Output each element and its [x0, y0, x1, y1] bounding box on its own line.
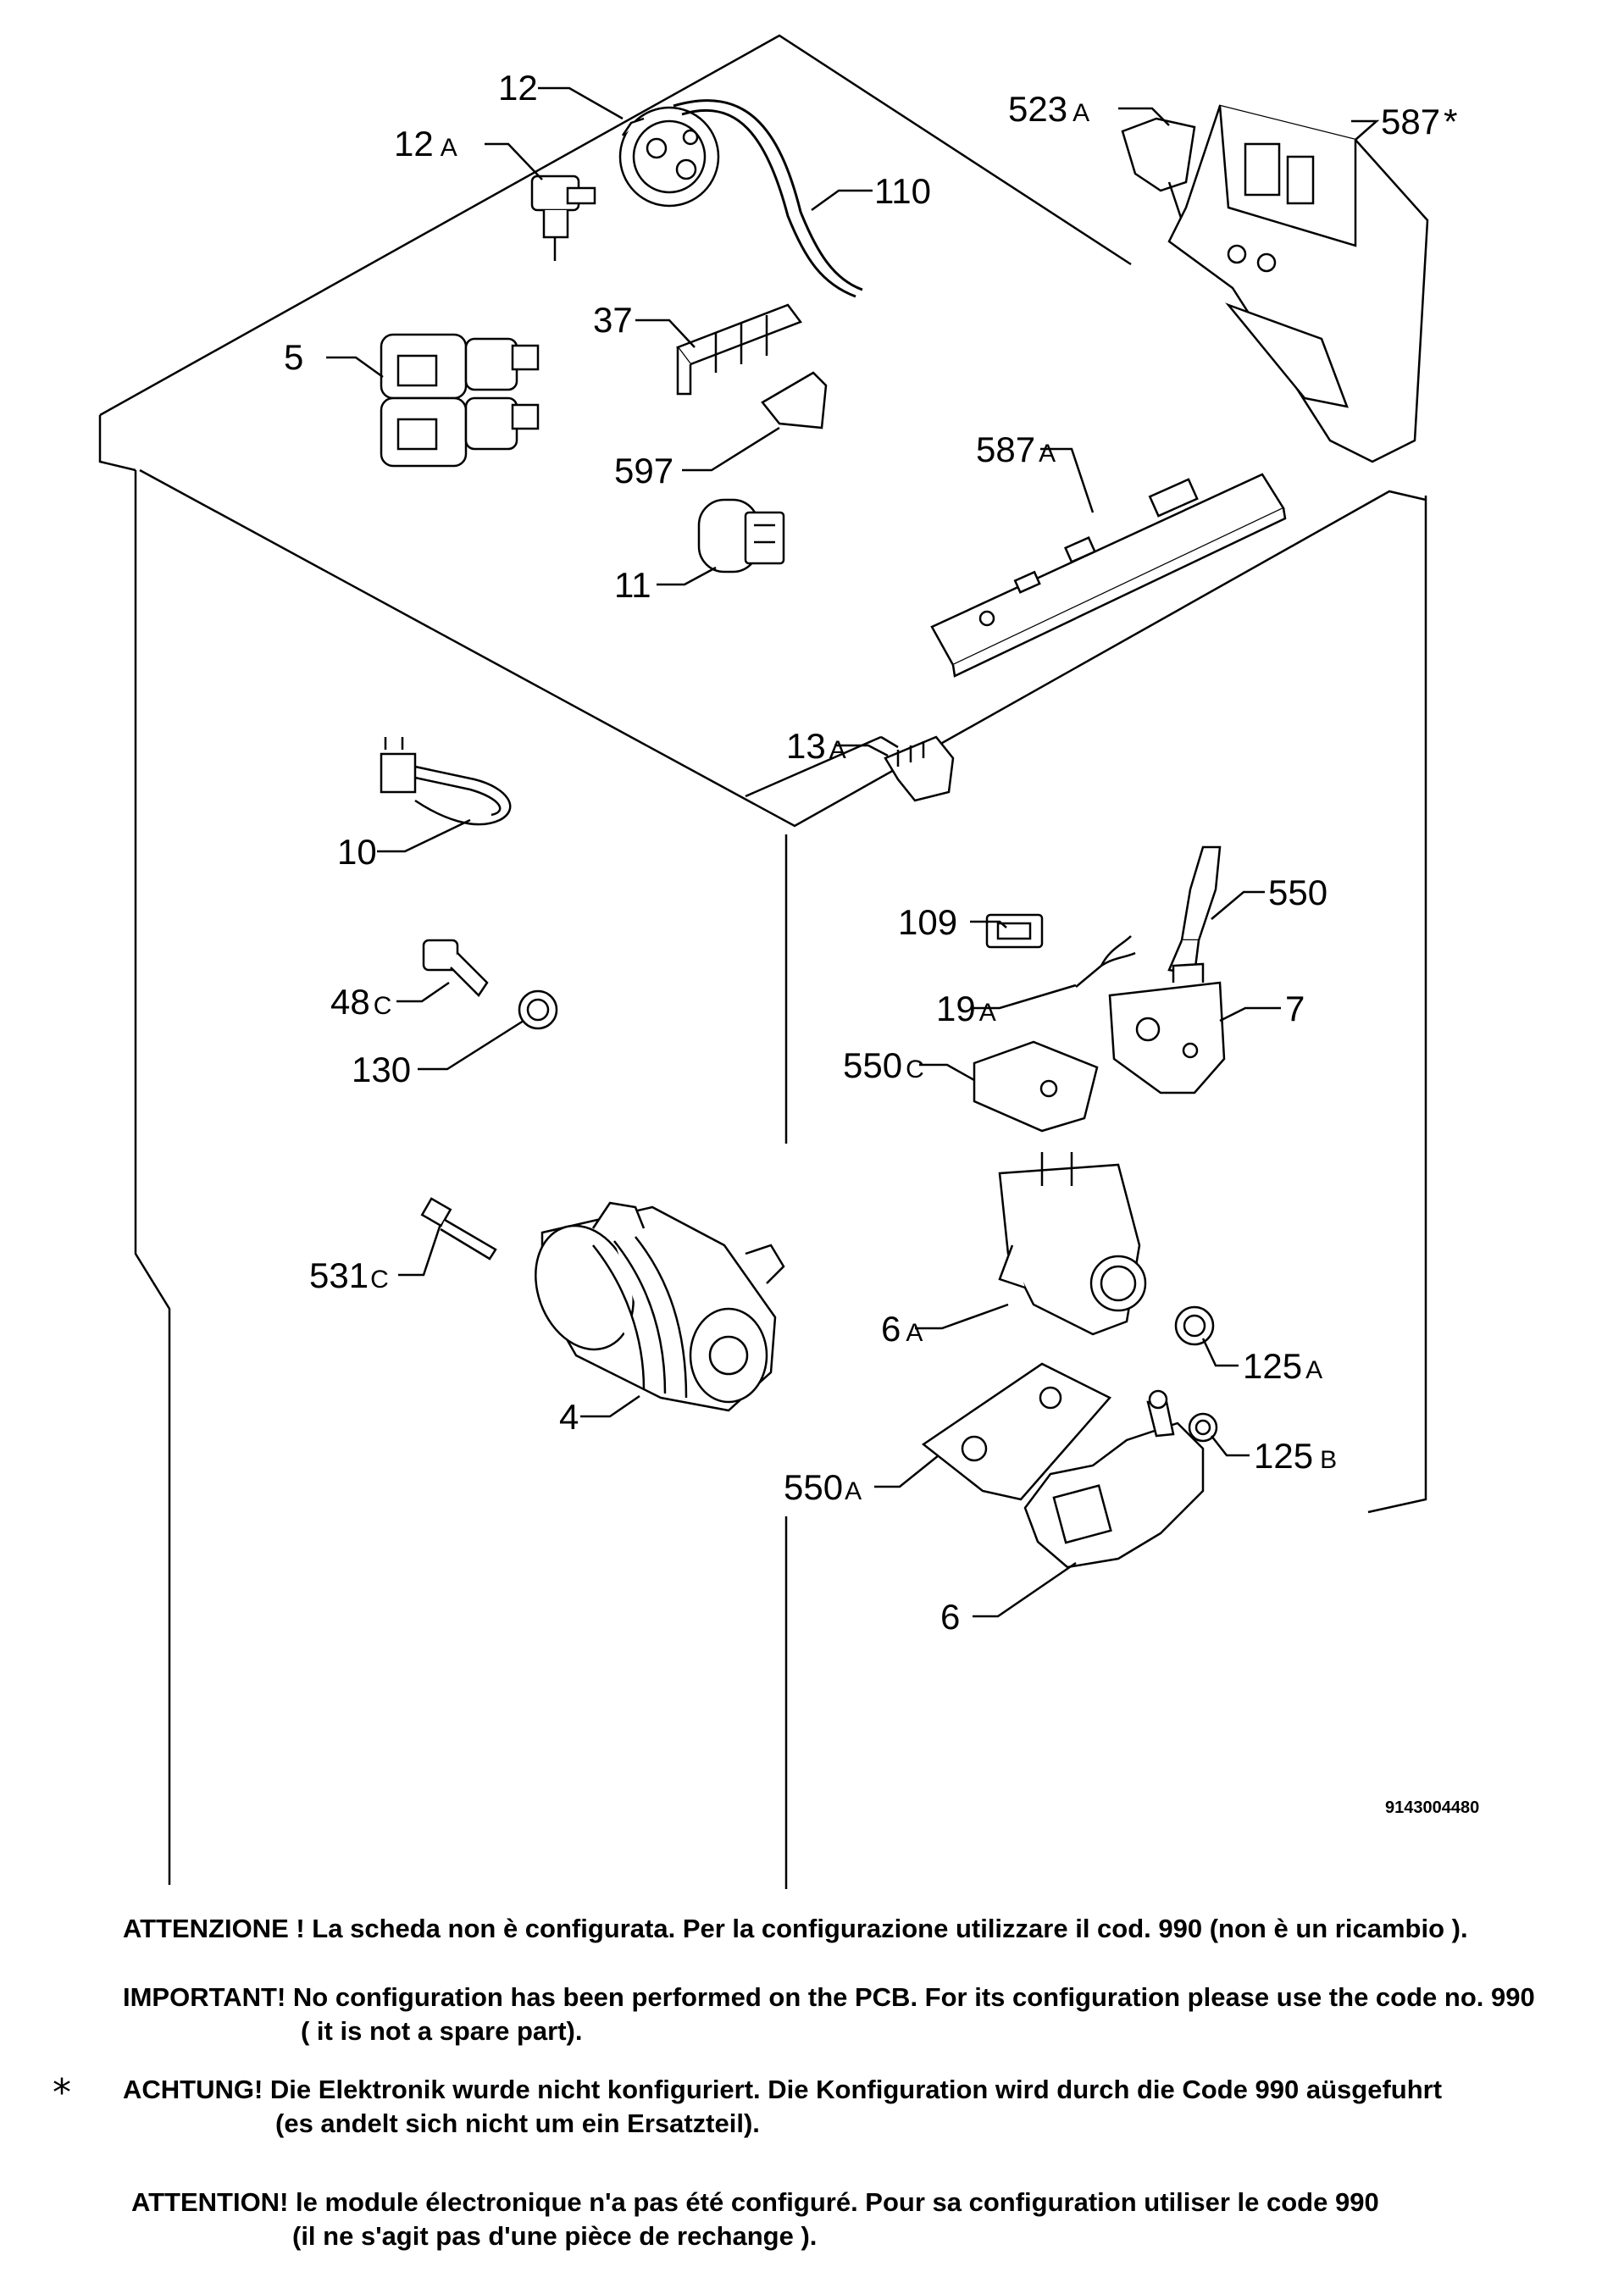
- note-german-line1: ACHTUNG! Die Elektronik wurde nicht konf…: [123, 2075, 1443, 2104]
- part-523a-lever: [1121, 117, 1196, 221]
- label-6: 6: [940, 1597, 960, 1637]
- note-english-line2: ( it is not a spare part).: [301, 2016, 583, 2046]
- part-13a-connector: [884, 735, 955, 802]
- part-37-terminal-block: [676, 303, 802, 396]
- part-6-drain-pump: [1023, 1389, 1205, 1569]
- label-37: 37: [593, 300, 633, 340]
- part-7-door-lock: [1108, 962, 1226, 1094]
- note-italian: ATTENZIONE ! La scheda non è configurata…: [123, 1914, 1468, 1943]
- label-5: 5: [284, 337, 303, 377]
- part-6a-pump-housing: [998, 1152, 1147, 1336]
- part-10-heating-element: [380, 737, 512, 826]
- label-11: 11: [614, 565, 651, 605]
- part-109-clip: [985, 913, 1044, 949]
- part-12-programmer: [618, 106, 720, 208]
- label-12: 12: [498, 68, 538, 108]
- part-19a-sensor: [1075, 935, 1136, 988]
- cabinet-outline: [98, 34, 1427, 1889]
- note-french-line2: (il ne s'agit pas d'une pièce de rechang…: [292, 2221, 818, 2251]
- part-125b-ring: [1188, 1412, 1218, 1443]
- drawing-number: 9143004480: [1385, 1798, 1479, 1817]
- label-7: 7: [1285, 989, 1305, 1028]
- part-597-bracket: [761, 371, 828, 429]
- label-130: 130: [352, 1050, 411, 1089]
- label-550a: 550A: [784, 1467, 862, 1507]
- part-130-nut: [518, 989, 558, 1030]
- label-110: 110: [874, 171, 931, 211]
- note-english-line1: IMPORTANT! No configuration has been per…: [123, 1982, 1535, 2012]
- label-597: 597: [614, 451, 673, 490]
- part-12a-pressure-switch: [530, 175, 596, 261]
- label-109: 109: [898, 902, 957, 942]
- part-550a-cover: [921, 1362, 1112, 1501]
- part-550-lever: [1167, 845, 1222, 976]
- part-587-electronic-module: [1167, 104, 1429, 463]
- label-550: 550: [1268, 873, 1327, 912]
- part-550c-cover: [973, 1040, 1099, 1133]
- part-48c-shaft: [422, 939, 489, 997]
- part-5-inlet-valve: [380, 333, 540, 468]
- part-4-motor: [535, 1201, 785, 1412]
- leader-lines: [326, 86, 1380, 1618]
- part-110-hose: [673, 99, 863, 298]
- part-531c-bolt: [420, 1197, 497, 1261]
- part-125a-ring: [1174, 1305, 1215, 1346]
- label-531c: 531C: [309, 1255, 389, 1295]
- part-587a-pcb: [930, 473, 1287, 678]
- part-11-filter: [697, 498, 785, 574]
- note-french-line1: ATTENTION! le module électronique n'a pa…: [131, 2187, 1379, 2217]
- label-10: 10: [337, 832, 377, 872]
- note-german-line2: (es andelt sich nicht um ein Ersatzteil)…: [275, 2108, 760, 2138]
- asterisk-marker: *: [53, 2071, 71, 2114]
- label-587-star: 587*: [1381, 102, 1457, 141]
- label-4: 4: [559, 1397, 579, 1437]
